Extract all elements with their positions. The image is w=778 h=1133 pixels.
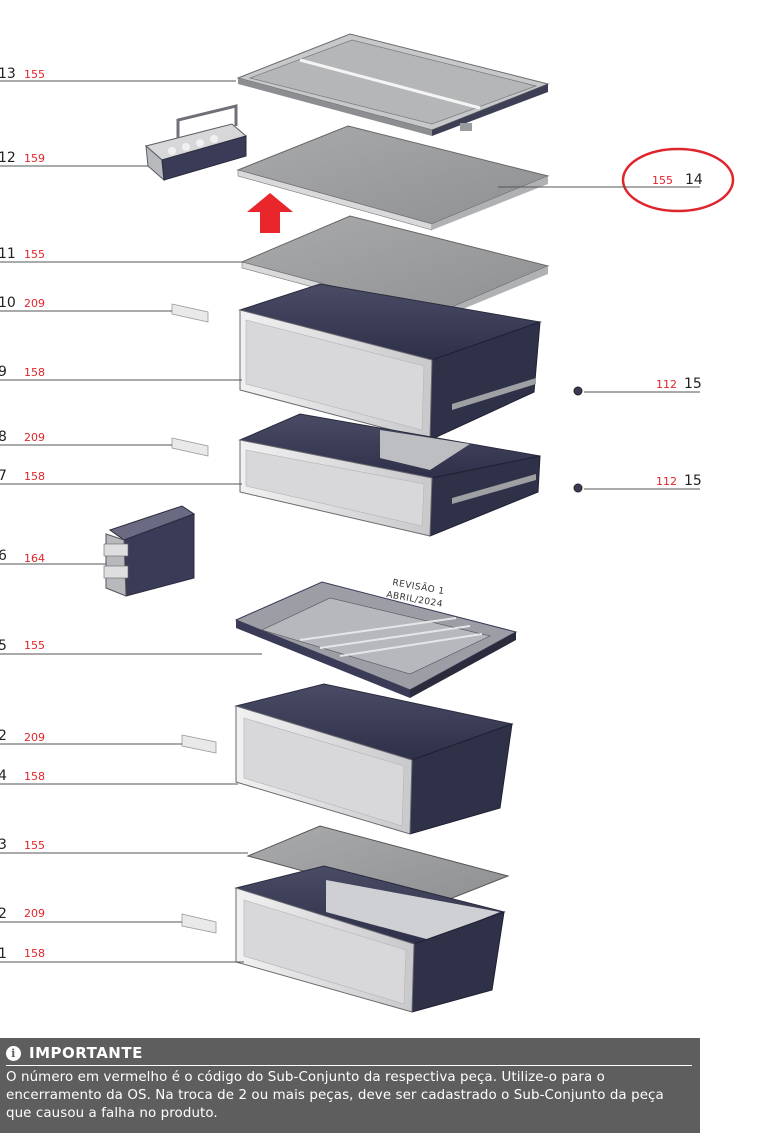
part-6-box: [103, 505, 196, 597]
callout-12: 12 159: [0, 150, 45, 166]
callout-7: 7 158: [0, 468, 45, 484]
svg-text:159: 159: [24, 152, 45, 165]
svg-text:2: 2: [0, 728, 7, 744]
part-7-drawer: [238, 413, 541, 537]
callout-15-upper: 112 15: [656, 376, 702, 392]
svg-text:209: 209: [24, 297, 45, 310]
callout-14: 155 14: [652, 172, 703, 188]
callout-8: 8 209: [0, 429, 45, 445]
red-up-arrow-icon: [247, 193, 293, 233]
part-2-handle-upper: [181, 734, 217, 754]
svg-text:8: 8: [0, 429, 7, 445]
svg-text:155: 155: [24, 839, 45, 852]
svg-text:155: 155: [652, 174, 673, 187]
svg-text:10: 10: [0, 295, 16, 311]
svg-text:7: 7: [0, 468, 7, 484]
svg-text:209: 209: [24, 907, 45, 920]
callout-5: 5 155: [0, 638, 45, 654]
svg-text:209: 209: [24, 731, 45, 744]
svg-text:112: 112: [656, 475, 677, 488]
part-12-egg-tray: [144, 104, 248, 182]
svg-text:11: 11: [0, 246, 16, 262]
callout-2-lower: 2 209: [0, 906, 45, 922]
svg-text:12: 12: [0, 150, 16, 166]
callout-11: 11 155: [0, 246, 45, 262]
svg-text:1: 1: [0, 946, 7, 962]
svg-text:158: 158: [24, 470, 45, 483]
svg-text:15: 15: [684, 473, 702, 489]
part-2-handle-lower: [181, 913, 217, 934]
exploded-parts-diagram: REVISÃO 1 ABRIL/2024: [0, 33, 735, 1013]
svg-text:15: 15: [684, 376, 702, 392]
notice-title: IMPORTANTE: [29, 1044, 143, 1062]
svg-text:158: 158: [24, 947, 45, 960]
highlight-ellipse: [621, 147, 735, 213]
callout-3: 3 155: [0, 837, 45, 853]
part-8-handle: [171, 437, 209, 457]
part-4-drawer: [234, 683, 514, 835]
svg-text:155: 155: [24, 68, 45, 81]
callout-4: 4 158: [0, 768, 45, 784]
svg-text:158: 158: [24, 366, 45, 379]
svg-text:14: 14: [685, 172, 703, 188]
callout-13: 13 155: [0, 66, 45, 82]
callout-1: 1 158: [0, 946, 45, 962]
svg-text:13: 13: [0, 66, 16, 82]
callout-10: 10 209: [0, 295, 45, 311]
svg-text:6: 6: [0, 548, 7, 564]
svg-text:3: 3: [0, 837, 7, 853]
leader-lines: [0, 80, 700, 963]
svg-text:155: 155: [24, 248, 45, 261]
svg-text:2: 2: [0, 906, 7, 922]
callout-6: 6 164: [0, 548, 45, 565]
part-1-drawer: [234, 865, 506, 1013]
part-15-cap-upper: [573, 386, 583, 396]
part-10-handle: [171, 303, 209, 323]
part-15-cap-lower: [573, 483, 583, 493]
callout-9: 9 158: [0, 364, 45, 380]
svg-text:5: 5: [0, 638, 7, 654]
svg-text:9: 9: [0, 364, 7, 380]
part-5-drawer-cover: [234, 581, 518, 698]
part-14-glass-shelf: [236, 125, 550, 231]
callout-15-lower: 112 15: [656, 473, 702, 489]
svg-text:155: 155: [24, 639, 45, 652]
important-notice: i IMPORTANTE O número em vermelho é o có…: [0, 1038, 700, 1133]
svg-text:158: 158: [24, 770, 45, 783]
svg-text:164: 164: [24, 552, 45, 565]
svg-text:209: 209: [24, 431, 45, 444]
notice-header: i IMPORTANTE: [6, 1044, 692, 1066]
svg-text:112: 112: [656, 378, 677, 391]
svg-text:4: 4: [0, 768, 7, 784]
notice-text: O número em vermelho é o código do Sub-C…: [6, 1070, 664, 1121]
part-13-shelf-frame: [236, 33, 550, 136]
part-9-drawer: [238, 283, 542, 441]
callout-2-upper: 2 209: [0, 728, 45, 744]
info-icon: i: [6, 1045, 21, 1061]
